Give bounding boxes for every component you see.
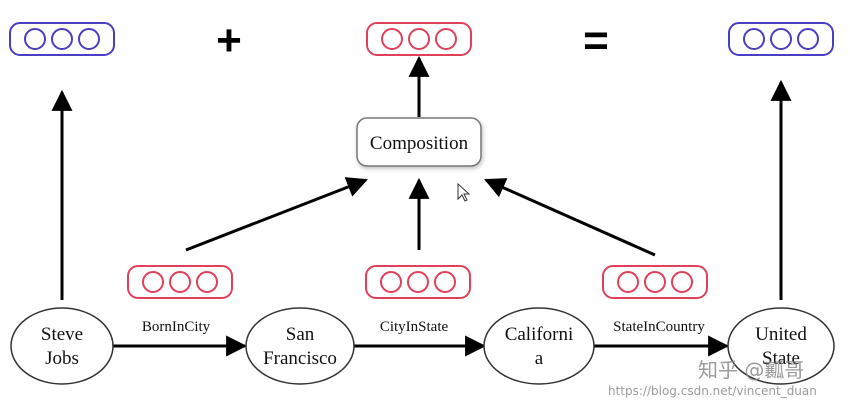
entity-label-line: Steve [41, 324, 83, 345]
entity-label-line: State [762, 348, 800, 369]
composition-label: Composition [370, 133, 469, 154]
entity-label-line: a [535, 348, 544, 369]
entity-node-steve-jobs: Steve Jobs [10, 307, 114, 385]
zhihu-watermark: 知乎 @瓤哥 [698, 358, 804, 382]
entity-label-line: Californi [505, 324, 574, 345]
relation-label-born-in-city: BornInCity [142, 319, 211, 335]
equals-operator: = [583, 16, 609, 65]
csdn-url-watermark: https://blog.csdn.net/vincent_duan [608, 384, 817, 398]
entity-label-line: Jobs [45, 348, 79, 369]
arrow-rel3-to-composition [484, 178, 656, 257]
top-vector-middle [366, 22, 472, 56]
arrow-rel1-to-composition [185, 177, 368, 252]
top-vector-left [9, 22, 115, 56]
relation-vector-born-in-city [127, 265, 233, 299]
relation-label-city-in-state: CityInState [380, 319, 449, 335]
entity-node-california: Californi a [483, 307, 595, 385]
entity-label-line: United [755, 324, 807, 345]
top-vector-right [728, 22, 834, 56]
entity-node-san-francisco: San Francisco [245, 307, 355, 385]
relation-vector-state-in-country [602, 265, 708, 299]
composition-node: Composition [356, 117, 482, 167]
mouse-cursor-icon [457, 182, 471, 202]
plus-operator: + [216, 16, 242, 65]
entity-node-united-states: United State [727, 307, 835, 385]
relation-vector-city-in-state [365, 265, 471, 299]
entity-label-line: San [286, 324, 315, 345]
relation-label-state-in-country: StateInCountry [613, 319, 705, 335]
entity-label-line: Francisco [263, 348, 337, 369]
